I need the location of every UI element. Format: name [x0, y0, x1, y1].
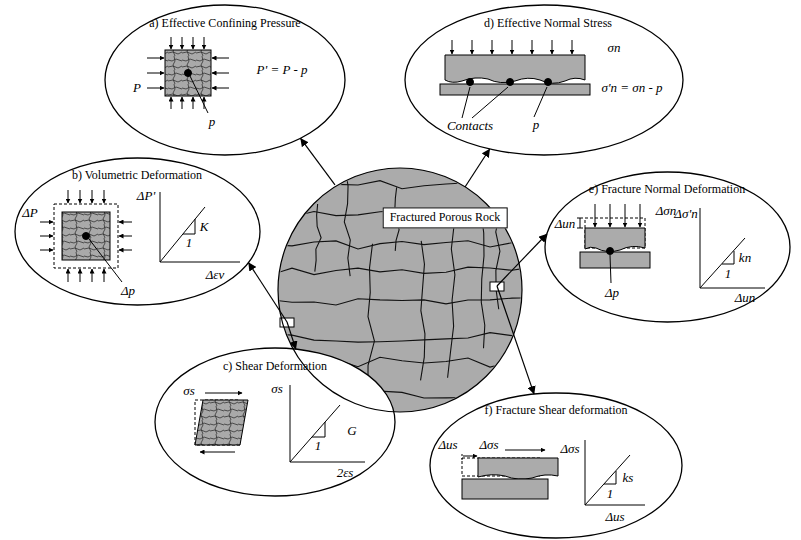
symbol-label: Δp [605, 286, 619, 300]
circle-outline [278, 168, 522, 412]
symbol-label: 1 [315, 439, 322, 453]
symbol-label: σ'n = σn - p [601, 81, 662, 95]
ellipse-heading: d) Effective Normal Stress [484, 17, 612, 30]
symbol-label: Δus [438, 438, 457, 452]
arrow-connector [465, 149, 490, 187]
symbol-label: Δp [121, 284, 135, 298]
symbol-label: Contacts [447, 119, 493, 133]
symbol-label: 1 [186, 236, 193, 250]
ellipse-heading: e) Fracture Normal Deformation [589, 183, 745, 196]
fracture-trace [270, 241, 534, 249]
symbol-label: kn [739, 251, 751, 265]
symbol-label: Δσs [479, 438, 498, 452]
rock-label: Fractured Porous Rock [383, 207, 508, 228]
ellipse-heading: b) Volumetric Deformation [72, 169, 202, 182]
ellipse-heading: a) Effective Confining Pressure [149, 17, 300, 30]
rock-circle: Fractured Porous Rock [278, 168, 522, 412]
fracture-trace [368, 244, 375, 390]
symbol-label: Δun [555, 217, 576, 231]
arrow-connector [301, 138, 335, 185]
mechanism-ellipse: d) Effective Normal Stress σn σ'n = σn - p… [405, 5, 683, 155]
symbol-label: ΔP' [137, 189, 155, 203]
symbol-label: Δσs [560, 442, 579, 456]
symbol-label: P [133, 81, 141, 95]
mechanism-ellipse: b) Volumetric DeformationΔP' ΔP K1ΔεvΔp [15, 158, 260, 305]
symbol-label: p [209, 115, 216, 129]
symbol-label: ks [623, 471, 634, 485]
fracture-trace [270, 267, 534, 275]
mechanism-ellipse: a) Effective Confining Pressure P' = P - … [105, 5, 345, 155]
symbol-label: σs [183, 384, 194, 398]
symbol-label: σs [271, 382, 282, 396]
volumetric-sketch [40, 190, 240, 282]
symbol-label: ΔP [22, 206, 38, 220]
symbol-label: K [200, 220, 209, 234]
fracture-trace [270, 181, 534, 189]
fracture-trace [481, 210, 485, 348]
arrow-connector [249, 263, 288, 322]
fracture-normal-sketch [577, 204, 765, 288]
symbol-label: Δεv [206, 268, 225, 282]
symbol-label: G [347, 424, 356, 438]
mechanism-ellipse: c) Shear Deformation σs σsG 1 2εs [155, 348, 395, 496]
fracture-trace [315, 204, 321, 272]
fracture-trace [270, 298, 534, 305]
symbol-label: Δσn [656, 204, 677, 218]
ellipse-heading: c) Shear Deformation [223, 360, 327, 373]
mechanism-ellipse: e) Fracture Normal DeformationΔun ΔσnΔσ'n… [545, 172, 790, 322]
joint-contact-sketch [440, 40, 590, 118]
symbol-label: P' = P - p [256, 63, 307, 77]
symbol-label: σn [608, 41, 621, 55]
ellipse-heading: f) Fracture Shear deformation [485, 404, 628, 417]
symbol-label: 2εs [337, 466, 354, 480]
symbol-label: Δus [605, 510, 624, 524]
ellipse-ground [15, 5, 790, 538]
fracture-trace [270, 333, 534, 342]
symbol-label: Δun [735, 291, 756, 305]
symbol-label: Δσ'n [674, 207, 697, 221]
mechanism-ellipse: f) Fracture Shear deformationΔus Δσs Δσs ks… [430, 393, 682, 538]
fracture-trace [421, 241, 425, 380]
fracture-trace [344, 168, 350, 276]
symbol-label: p [533, 118, 540, 132]
fracture-trace [448, 223, 455, 377]
symbol-label: 1 [725, 267, 732, 281]
arrow-connector [497, 286, 534, 394]
symbol-label: 1 [607, 487, 614, 501]
confining-sample [147, 37, 229, 113]
fracture-trace [288, 163, 295, 233]
